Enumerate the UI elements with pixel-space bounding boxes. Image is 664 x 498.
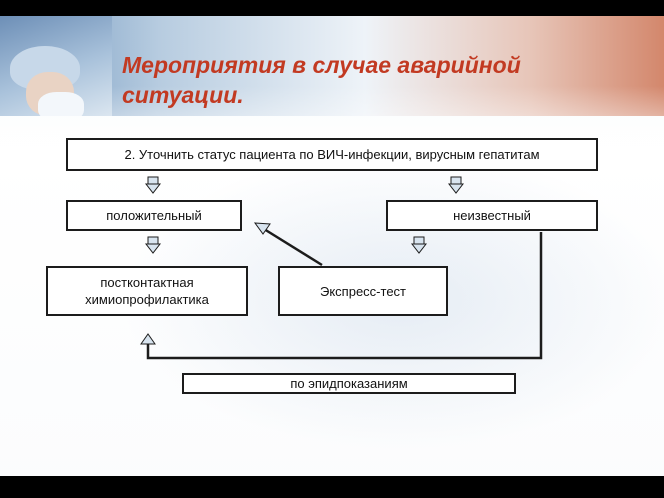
unknown-box-label: неизвестный xyxy=(453,208,531,223)
status-box: 2. Уточнить статус пациента по ВИЧ-инфек… xyxy=(66,138,598,171)
arrow-positive-to-pep xyxy=(144,236,162,254)
arrow-unknown-to-pep-via-epid xyxy=(140,232,543,360)
pep-box-text: постконтактная химиопрофилактика xyxy=(85,274,209,308)
surgical-mask xyxy=(38,92,84,116)
surgeon-photo xyxy=(0,16,112,116)
positive-box: положительный xyxy=(66,200,242,231)
express-test-box-label: Экспресс-тест xyxy=(320,283,406,299)
pep-box-label-line-2: химиопрофилактика xyxy=(85,292,209,307)
arrow-status-to-unknown xyxy=(447,176,465,194)
express-test-box: Экспресс-тест xyxy=(278,266,448,316)
arrow-express-to-positive xyxy=(253,222,323,267)
arrow-status-to-positive xyxy=(144,176,162,194)
bottom-letterbox xyxy=(0,476,664,498)
slide-title-line-1: Мероприятия в случае аварийной xyxy=(122,52,521,78)
top-letterbox xyxy=(0,0,664,16)
slide-title: Мероприятия в случае аварийной ситуации. xyxy=(122,50,521,110)
positive-box-label: положительный xyxy=(106,208,202,223)
epid-box-label: по эпидпоказаниям xyxy=(290,376,408,391)
arrow-unknown-to-express xyxy=(410,236,428,254)
pep-box-label-line-1: постконтактная xyxy=(100,275,194,290)
slide-title-line-2: ситуации. xyxy=(122,82,244,108)
unknown-box: неизвестный xyxy=(386,200,598,231)
status-box-label: 2. Уточнить статус пациента по ВИЧ-инфек… xyxy=(124,147,540,162)
epid-box: по эпидпоказаниям xyxy=(182,373,516,394)
pep-box: постконтактная химиопрофилактика xyxy=(46,266,248,316)
